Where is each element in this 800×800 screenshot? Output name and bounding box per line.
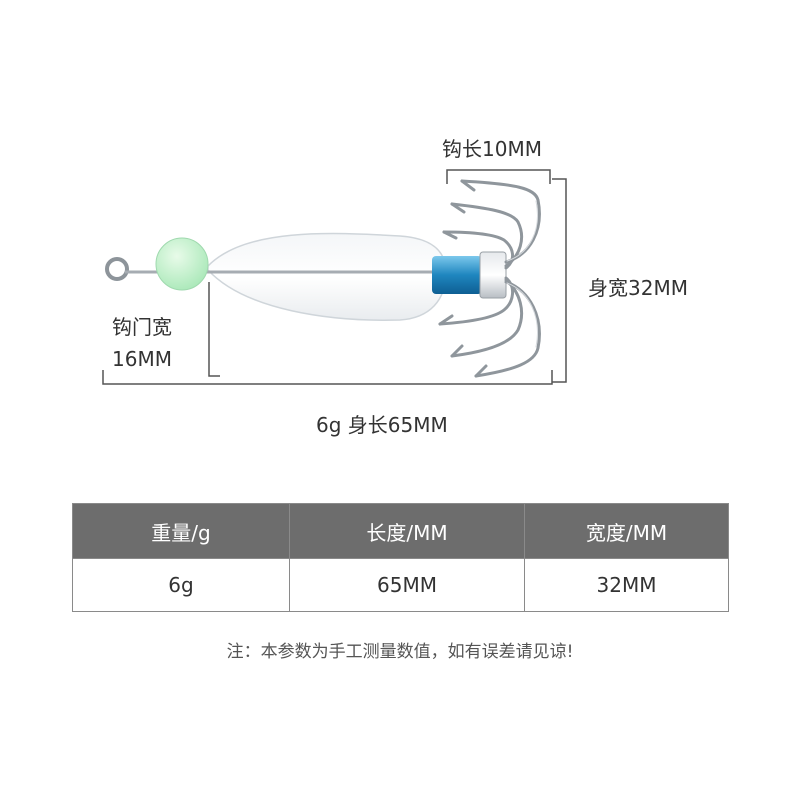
cell-width: 32MM — [524, 558, 729, 612]
lure-body — [207, 232, 447, 321]
blue-sleeve — [432, 256, 482, 294]
dimension-lines — [102, 169, 567, 385]
table-row: 6g 65MM 32MM — [72, 558, 729, 612]
line-eye-icon — [105, 257, 129, 281]
spec-table-header-row: 重量/g 长度/MM 宽度/MM — [72, 503, 729, 559]
hook-length-label: 钩长10MM — [442, 137, 542, 161]
glow-bead-icon — [155, 237, 209, 291]
header-width: 宽度/MM — [524, 503, 729, 559]
hook-crown-icon — [438, 179, 541, 378]
spec-table: 重量/g 长度/MM 宽度/MM 6g 65MM 32MM — [72, 503, 729, 612]
cell-weight: 6g — [72, 558, 290, 612]
body-width-label: 身宽32MM — [588, 276, 688, 300]
measurement-note: 注：本参数为手工测量数值，如有误差请见谅! — [226, 642, 574, 662]
header-length: 长度/MM — [289, 503, 525, 559]
header-weight: 重量/g — [72, 503, 290, 559]
hook-gap-label: 钩门宽 — [112, 315, 172, 339]
cell-length: 65MM — [289, 558, 525, 612]
hook-gap-value: 16MM — [112, 347, 172, 371]
squid-jig-illustration — [102, 169, 567, 385]
body-length-label: 6g 身长65MM — [316, 413, 448, 437]
metal-ring — [479, 251, 507, 299]
